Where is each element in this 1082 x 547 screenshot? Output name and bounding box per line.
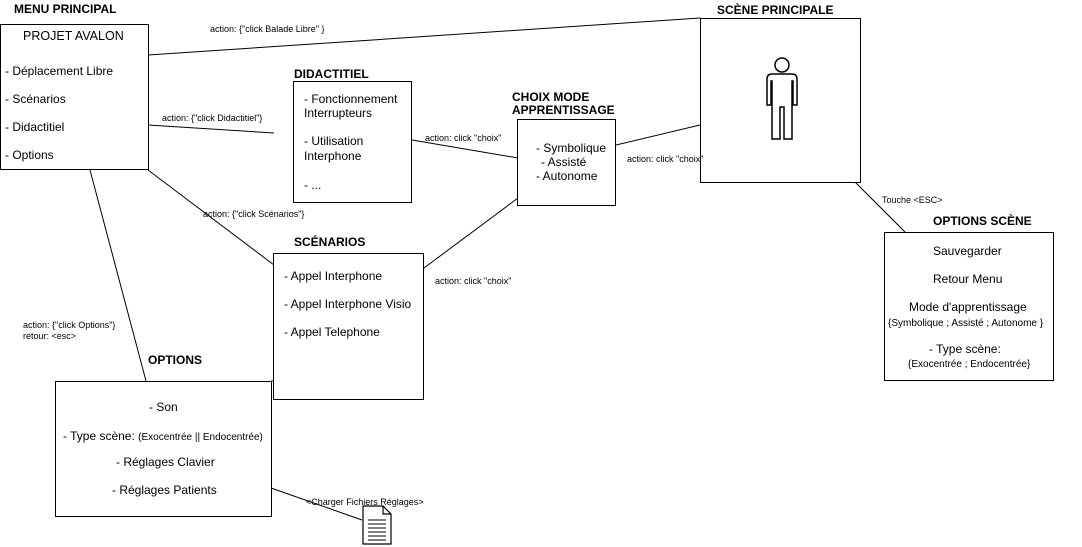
edge-label-scenarios: action: {"click Scénarios"}: [203, 209, 305, 219]
didactitiel-item2-line1: - Utilisation: [304, 134, 364, 148]
edge-scene-optionsscene: [854, 181, 906, 233]
edge-label-didactitiel: action: {"click Didactitiel"}: [162, 113, 263, 123]
options-box: - Son - Type scène: (Exocentrée || Endoc…: [55, 381, 272, 517]
edge-label-didactitiel-choix: action: click "choix": [425, 133, 502, 143]
choix-mode-assiste: - Assisté: [541, 155, 587, 169]
didactitiel-title: DIDACTITIEL: [294, 67, 369, 81]
options-scene-box: Sauvegarder Retour Menu Mode d'apprentis…: [884, 232, 1054, 381]
edge-label-choix-scene: action: click "choix": [627, 154, 704, 164]
menu-item-deplacement: - Déplacement Libre: [5, 64, 114, 78]
didactitiel-item1-line1: - Fonctionnement: [304, 92, 398, 106]
options-son: - Son: [149, 400, 178, 414]
choix-mode-title-line1: CHOIX MODE: [512, 90, 590, 104]
edge-label-touche-esc: Touche <ESC>: [882, 195, 943, 205]
scene-principale-title: SCÈNE PRINCIPALE: [717, 3, 834, 17]
menu-item-options: - Options: [5, 148, 54, 162]
didactitiel-item1-line2: Interrupteurs: [304, 106, 373, 120]
didactitiel-item2-line2: Interphone: [304, 149, 362, 163]
edge-scenarios-choix: [423, 197, 519, 269]
person-icon: [766, 57, 798, 140]
scenarios-title: SCÉNARIOS: [294, 235, 366, 249]
options-type-scene-values: (Exocentrée || Endocentrée): [138, 432, 263, 443]
choix-mode-box: - Symbolique - Assisté - Autonome: [517, 119, 616, 206]
options-scene-retour-menu: Retour Menu: [933, 272, 1003, 286]
options-scene-sauvegarder: Sauvegarder: [933, 244, 1002, 258]
edge-label-options-action: action: {"click Options"}: [23, 320, 116, 330]
edge-menu-options: [89, 169, 147, 382]
options-scene-mode-values: {Symbolique ; Assisté ; Autonome }: [888, 318, 1044, 329]
didactitiel-box: - Fonctionnement Interrupteurs - Utilisa…: [293, 81, 412, 203]
scenario-appel-interphone: - Appel Interphone: [284, 269, 383, 283]
edge-menu-didactitiel: [147, 124, 275, 134]
scenario-appel-interphone-visio: - Appel Interphone Visio: [284, 297, 412, 311]
options-reglages-patients: - Réglages Patients: [112, 483, 217, 497]
menu-principal-box: PROJET AVALON - Déplacement Libre - Scén…: [0, 24, 149, 170]
scenarios-box: - Appel Interphone - Appel Interphone Vi…: [273, 253, 424, 400]
options-title: OPTIONS: [148, 353, 203, 367]
menu-item-didactitiel: - Didactitiel: [5, 120, 65, 134]
edge-didactitiel-choix: [411, 139, 519, 159]
edge-label-options-retour: retour: <esc>: [23, 331, 77, 341]
options-reglages-clavier: - Réglages Clavier: [116, 455, 215, 469]
scenario-appel-telephone: - Appel Telephone: [284, 325, 380, 339]
options-scene-title: OPTIONS SCÈNE: [933, 214, 1032, 228]
document-icon: [362, 505, 392, 545]
options-type-scene: - Type scène: (Exocentrée || Endocentrée…: [63, 429, 263, 445]
edge-options-document: [270, 487, 363, 521]
scene-principale-box: [700, 18, 861, 183]
edge-label-charger: <Charger Fichiers Réglages>: [306, 497, 424, 507]
choix-mode-symbolique: - Symbolique: [536, 141, 607, 155]
menu-principal-header: PROJET AVALON: [23, 29, 124, 43]
edge-label-scenarios-choix: action: click "choix": [435, 276, 512, 286]
menu-principal-title: MENU PRINCIPAL: [14, 2, 117, 16]
options-scene-mode-label: Mode d'apprentissage: [909, 300, 1027, 314]
choix-mode-autonome: - Autonome: [536, 169, 598, 183]
options-scene-type-values: {Exocentrée ; Endocentrée}: [908, 359, 1031, 370]
menu-item-scenarios: - Scénarios: [5, 92, 66, 106]
didactitiel-item3: - ...: [304, 178, 322, 192]
choix-mode-title-line2: APPRENTISSAGE: [512, 103, 615, 117]
options-scene-type-label: - Type scène:: [929, 342, 1001, 356]
options-type-scene-label: - Type scène:: [63, 429, 135, 443]
edge-menu-scene: [147, 17, 701, 56]
edge-choix-scene: [615, 124, 701, 146]
edge-label-balade-libre: action: {"click Balade Libre" }: [210, 24, 325, 34]
edge-menu-scenarios: [147, 169, 275, 266]
